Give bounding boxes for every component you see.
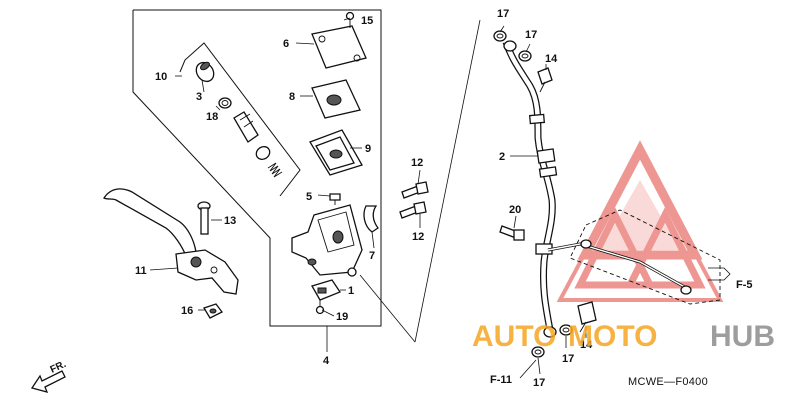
callout-17-bottom: 17 (533, 377, 545, 389)
callout-11: 11 (135, 265, 147, 277)
front-direction-arrow: FR. (30, 359, 68, 393)
callout-6: 6 (283, 38, 289, 50)
callout-12-upper: 12 (411, 157, 423, 169)
callout-10: 10 (155, 71, 167, 83)
screw-19 (315, 300, 325, 315)
primary-cup (255, 146, 271, 160)
guide-line (359, 274, 416, 343)
reservoir-cap (311, 25, 367, 69)
piston-boot (195, 61, 215, 83)
piston (233, 111, 259, 143)
watermark-moto: MOTO (568, 320, 657, 353)
spring (267, 162, 283, 178)
callout-18: 18 (206, 111, 218, 123)
diagram-code: MCWE—F0400 (628, 376, 708, 388)
sealing-washer-bottom (531, 346, 545, 358)
guide-line-2 (414, 19, 481, 343)
piston-kit-bracket (179, 42, 301, 197)
brake-lever (103, 188, 239, 295)
screw-5 (329, 193, 341, 205)
pivot-bolt (197, 201, 211, 235)
watermark-auto: AUTO (472, 320, 556, 353)
diaphragm (309, 129, 363, 176)
holder-bolt-lower (399, 201, 427, 219)
callout-20: 20 (509, 204, 521, 216)
sealing-washer-lower-right (559, 324, 573, 336)
callout-3: 3 (196, 91, 202, 103)
callout-14-lower: 14 (580, 339, 593, 351)
ref-f11: F-11 (490, 374, 512, 386)
callout-12-lower: 12 (412, 231, 424, 243)
sealing-washer-top-right (518, 50, 532, 62)
callouts: 15 6 8 9 5 7 1 19 4 10 3 18 11 13 16 12 … (135, 8, 593, 389)
screw-15 (345, 11, 355, 28)
master-cylinder-frame (132, 9, 382, 327)
callout-9: 9 (365, 143, 371, 155)
oil-bolt-lower (577, 301, 597, 333)
diaphragm-plate (311, 79, 361, 119)
callout-16: 16 (181, 305, 193, 317)
master-cylinder-body (291, 204, 363, 277)
callout-2: 2 (499, 151, 505, 163)
hose-clamp-bolt (499, 225, 525, 241)
callout-19: 19 (336, 311, 348, 323)
ref-f5: F-5 (736, 279, 753, 291)
watermark-logo (556, 140, 724, 302)
callout-5: 5 (306, 191, 312, 203)
callout-17-top-right: 17 (525, 29, 537, 41)
callout-7: 7 (369, 250, 375, 262)
callout-1: 1 (348, 285, 354, 297)
sealing-washer-top-left (493, 30, 507, 42)
callout-14-upper: 14 (545, 53, 558, 65)
front-brake-hose (502, 40, 558, 338)
callout-17-lower-right: 17 (562, 353, 574, 365)
watermark-hub: HUB (710, 320, 775, 353)
pivot-nut (203, 303, 223, 319)
direction-label: FR. (49, 359, 68, 376)
callout-15: 15 (361, 15, 373, 27)
callout-13: 13 (224, 215, 236, 227)
stop-switch (311, 279, 341, 301)
oil-bolt-upper (537, 67, 553, 93)
watermark-text: AUTO MOTO HUB (472, 320, 775, 353)
holder-clamp (363, 205, 379, 233)
circlip (218, 97, 232, 109)
leader-lines (149, 17, 587, 379)
callout-4: 4 (323, 355, 330, 367)
callout-17-top-left: 17 (497, 8, 509, 20)
brake-pipe (547, 209, 731, 305)
callout-8: 8 (289, 91, 295, 103)
holder-bolt-upper (401, 181, 429, 199)
